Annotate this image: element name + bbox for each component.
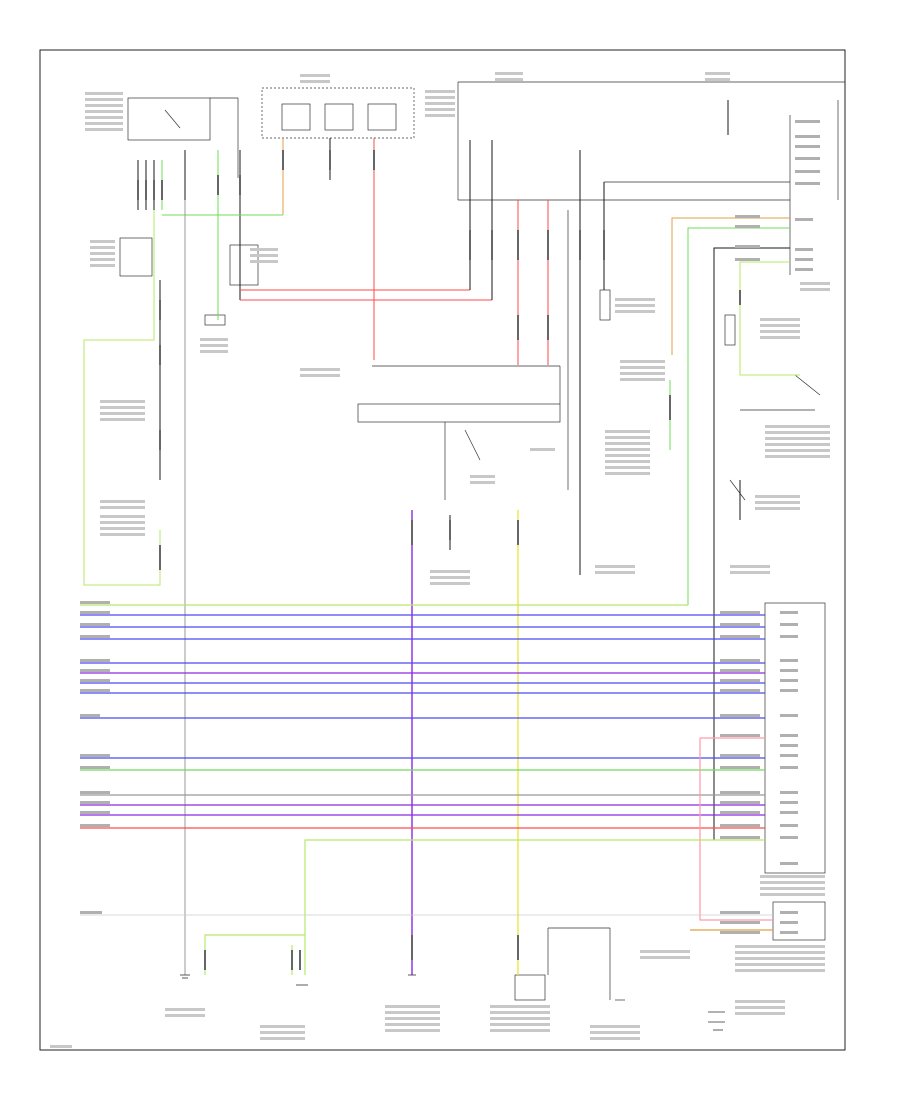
bus-pin-labels: [80, 120, 820, 934]
connector-markers: [137, 150, 741, 970]
top-components: [119, 81, 845, 1023]
fuse-block: [261, 87, 415, 139]
connector-right-lower: [772, 901, 826, 941]
connector-left: [229, 244, 259, 286]
combination-switch: [357, 403, 561, 423]
label-blocks: [50, 72, 830, 1048]
bus-wires: [80, 604, 773, 975]
sensor-left: [119, 237, 153, 277]
top-wires: [83, 100, 800, 975]
switch-box: [127, 97, 211, 141]
ground-symbols: [180, 974, 723, 1031]
connector-right: [764, 602, 826, 874]
diagram-border: [39, 49, 846, 1051]
